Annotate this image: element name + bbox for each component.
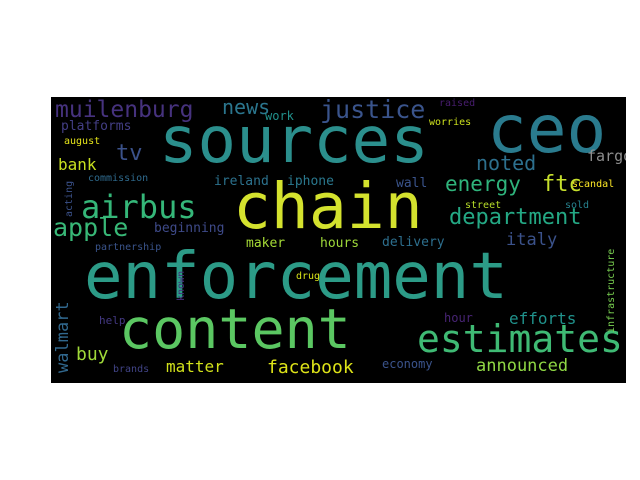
word-bank: bank xyxy=(58,155,97,174)
word-partnership: partnership xyxy=(95,242,162,253)
word-announced: announced xyxy=(476,356,569,376)
word-apple: apple xyxy=(53,213,129,242)
word-brands: brands xyxy=(113,364,150,375)
word-cloud: enforcement sources chain content ceo es… xyxy=(51,97,626,383)
word-raised: raised xyxy=(439,98,476,109)
word-ireland: ireland xyxy=(214,174,269,189)
word-facebook: facebook xyxy=(267,357,354,378)
word-august: august xyxy=(64,136,101,147)
word-iphone: iphone xyxy=(287,174,334,189)
word-sources: sources xyxy=(159,104,429,178)
word-muilenburg: muilenburg xyxy=(55,97,194,123)
word-fargo: fargo xyxy=(587,147,626,165)
word-airbus: airbus xyxy=(81,188,197,226)
word-platforms: platforms xyxy=(61,119,132,134)
word-italy: italy xyxy=(506,230,558,250)
word-efforts: efforts xyxy=(509,309,577,328)
word-news: news xyxy=(222,97,271,119)
word-scandal: scandal xyxy=(572,179,615,190)
word-commission: commission xyxy=(88,173,149,184)
word-infrastructure: infrastructure xyxy=(606,248,617,333)
word-justice: justice xyxy=(320,97,426,124)
word-department: department xyxy=(449,205,582,230)
word-ftc: ftc xyxy=(542,172,582,197)
word-drug: drug xyxy=(296,271,321,282)
word-work: work xyxy=(265,109,294,123)
word-acting: acting xyxy=(64,180,75,217)
word-economy: economy xyxy=(382,357,433,371)
word-enforcement: enforcement xyxy=(84,240,508,314)
word-matter: matter xyxy=(166,357,224,376)
word-known: known xyxy=(176,270,187,301)
word-chain: chain xyxy=(233,170,423,243)
word-help: help xyxy=(99,314,126,327)
word-energy: energy xyxy=(445,172,521,196)
word-delivery: delivery xyxy=(382,235,445,250)
word-sold: sold xyxy=(565,200,590,211)
word-maker: maker xyxy=(246,236,286,251)
word-hour: hour xyxy=(444,311,473,325)
word-street: street xyxy=(465,200,502,211)
word-noted: noted xyxy=(476,151,537,175)
word-walmart: walmart xyxy=(53,301,73,373)
word-wall: wall xyxy=(396,176,428,191)
word-ceo: ceo xyxy=(487,97,607,168)
word-beginning: beginning xyxy=(154,221,225,236)
word-hours: hours xyxy=(320,236,360,251)
word-content: content xyxy=(119,297,351,361)
word-buy: buy xyxy=(76,344,109,365)
word-worries: worries xyxy=(429,117,472,128)
word-tv: tv xyxy=(116,141,143,166)
word-estimates: estimates xyxy=(417,317,623,361)
